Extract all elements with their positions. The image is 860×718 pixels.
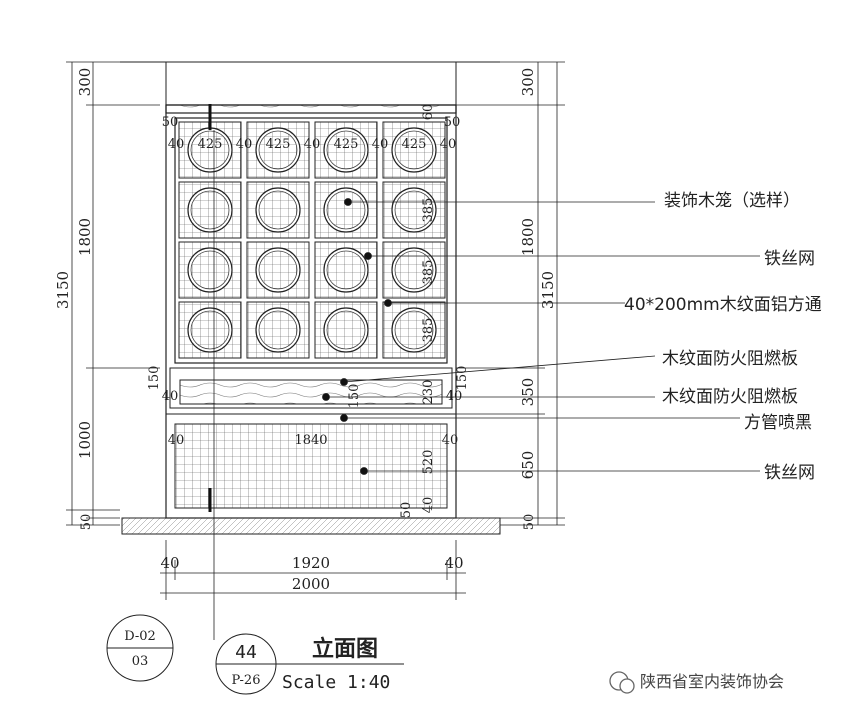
right-dimension-lines (456, 61, 565, 526)
dim-left-3150: 3150 (54, 271, 72, 309)
floor-base (121, 517, 501, 535)
dim-cell-425-3: 425 (334, 137, 359, 152)
cage-cell (314, 241, 378, 299)
wood-band (166, 367, 456, 415)
dim-cell-385-2: 385 (421, 260, 436, 285)
dim-base-40: 40 (421, 497, 436, 514)
outer-frame-lines (120, 61, 500, 105)
watermark: 陕西省室内装饰协会 (609, 671, 784, 694)
title-block: D-02 03 44 P-26 立面图 Scale 1:40 (106, 614, 404, 695)
dim-right-1800: 1800 (519, 218, 537, 256)
watermark-text: 陕西省室内装饰协会 (640, 672, 784, 691)
callout-leaders (322, 198, 760, 475)
cage-cell (246, 181, 310, 239)
cage-cell (246, 301, 310, 359)
dim-frame-50-right: 50 (444, 115, 461, 130)
cage-cell (382, 121, 446, 179)
dim-band-150-right: 150 (455, 366, 470, 391)
cage-cell (314, 301, 378, 359)
dim-band-230: 230 (421, 380, 436, 405)
sheet-page: P-26 (232, 673, 261, 688)
dim-left-50: 50 (79, 514, 94, 531)
cage-cell (382, 301, 446, 359)
dim-bottom-2000: 2000 (292, 575, 330, 593)
callout-wire-mesh-lower: 铁丝网 (764, 463, 815, 483)
ref-bottom-label: 03 (132, 654, 149, 669)
dim-gap-40-d: 40 (372, 137, 389, 152)
dim-band-150-mid: 150 (347, 384, 362, 409)
cage-cell (178, 241, 242, 299)
dim-right-50: 50 (522, 514, 537, 531)
lower-mesh-panel (174, 423, 448, 509)
dim-bottom-40-left: 40 (160, 554, 179, 572)
dim-gap-40-b: 40 (236, 137, 253, 152)
dim-cell-385-3: 385 (421, 318, 436, 343)
dim-mesh-520: 520 (421, 450, 436, 475)
cage-cell (314, 121, 378, 179)
ref-top-label: D-02 (124, 629, 156, 644)
dim-right-3150: 3150 (539, 271, 557, 309)
callout-wire-mesh-upper: 铁丝网 (764, 249, 815, 269)
drawing-scale: Scale 1:40 (282, 672, 390, 693)
dim-right-300: 300 (519, 68, 537, 97)
sheet-number: 44 (235, 642, 257, 663)
callout-fire-board-2: 木纹面防火阻燃板 (662, 387, 798, 407)
dim-cell-425-4: 425 (402, 137, 427, 152)
dim-frame-50-left: 50 (162, 115, 179, 130)
dim-bottom-1920: 1920 (292, 554, 330, 572)
dim-band-150-left: 150 (147, 366, 162, 391)
dim-right-650: 650 (519, 451, 537, 480)
callout-aluminum-tube: 40*200mm木纹面铝方通 (624, 295, 822, 315)
callout-square-tube: 方管喷黑 (744, 413, 812, 433)
dim-left-300: 300 (76, 68, 94, 97)
dim-band-40-left: 40 (162, 389, 179, 404)
dim-bottom-40-right: 40 (444, 554, 463, 572)
drawing-title: 立面图 (312, 636, 378, 662)
dim-gap-40-c: 40 (304, 137, 321, 152)
dim-cell-385-1: 385 (421, 198, 436, 223)
cage-cell (246, 121, 310, 179)
cage-cell (178, 301, 242, 359)
dim-width-1840: 1840 (294, 433, 327, 448)
dim-gap-40-e: 40 (440, 137, 457, 152)
cage-cell (178, 181, 242, 239)
bottom-dimension-lines (160, 540, 466, 600)
dim-cell-425-1: 425 (198, 137, 223, 152)
dim-lower-40-left: 40 (168, 433, 185, 448)
callout-fire-board-1: 木纹面防火阻燃板 (662, 349, 798, 369)
dim-base-50: 50 (399, 502, 414, 519)
dim-left-1800: 1800 (76, 218, 94, 256)
cage-cell (314, 181, 378, 239)
callout-decor-cage: 装饰木笼（选样） (664, 191, 800, 211)
cage-cell (246, 241, 310, 299)
dim-frame-60: 60 (421, 104, 436, 121)
decorative-cage-grid (178, 121, 446, 359)
dim-left-1000: 1000 (76, 421, 94, 459)
dim-gap-40-a: 40 (168, 137, 185, 152)
dim-cell-425-2: 425 (266, 137, 291, 152)
cage-cell (382, 181, 446, 239)
dim-band-40-right: 40 (446, 389, 463, 404)
left-dimension-lines (66, 61, 160, 526)
dim-lower-40-right: 40 (442, 433, 459, 448)
dim-right-350: 350 (519, 378, 537, 407)
cage-cell (382, 241, 446, 299)
